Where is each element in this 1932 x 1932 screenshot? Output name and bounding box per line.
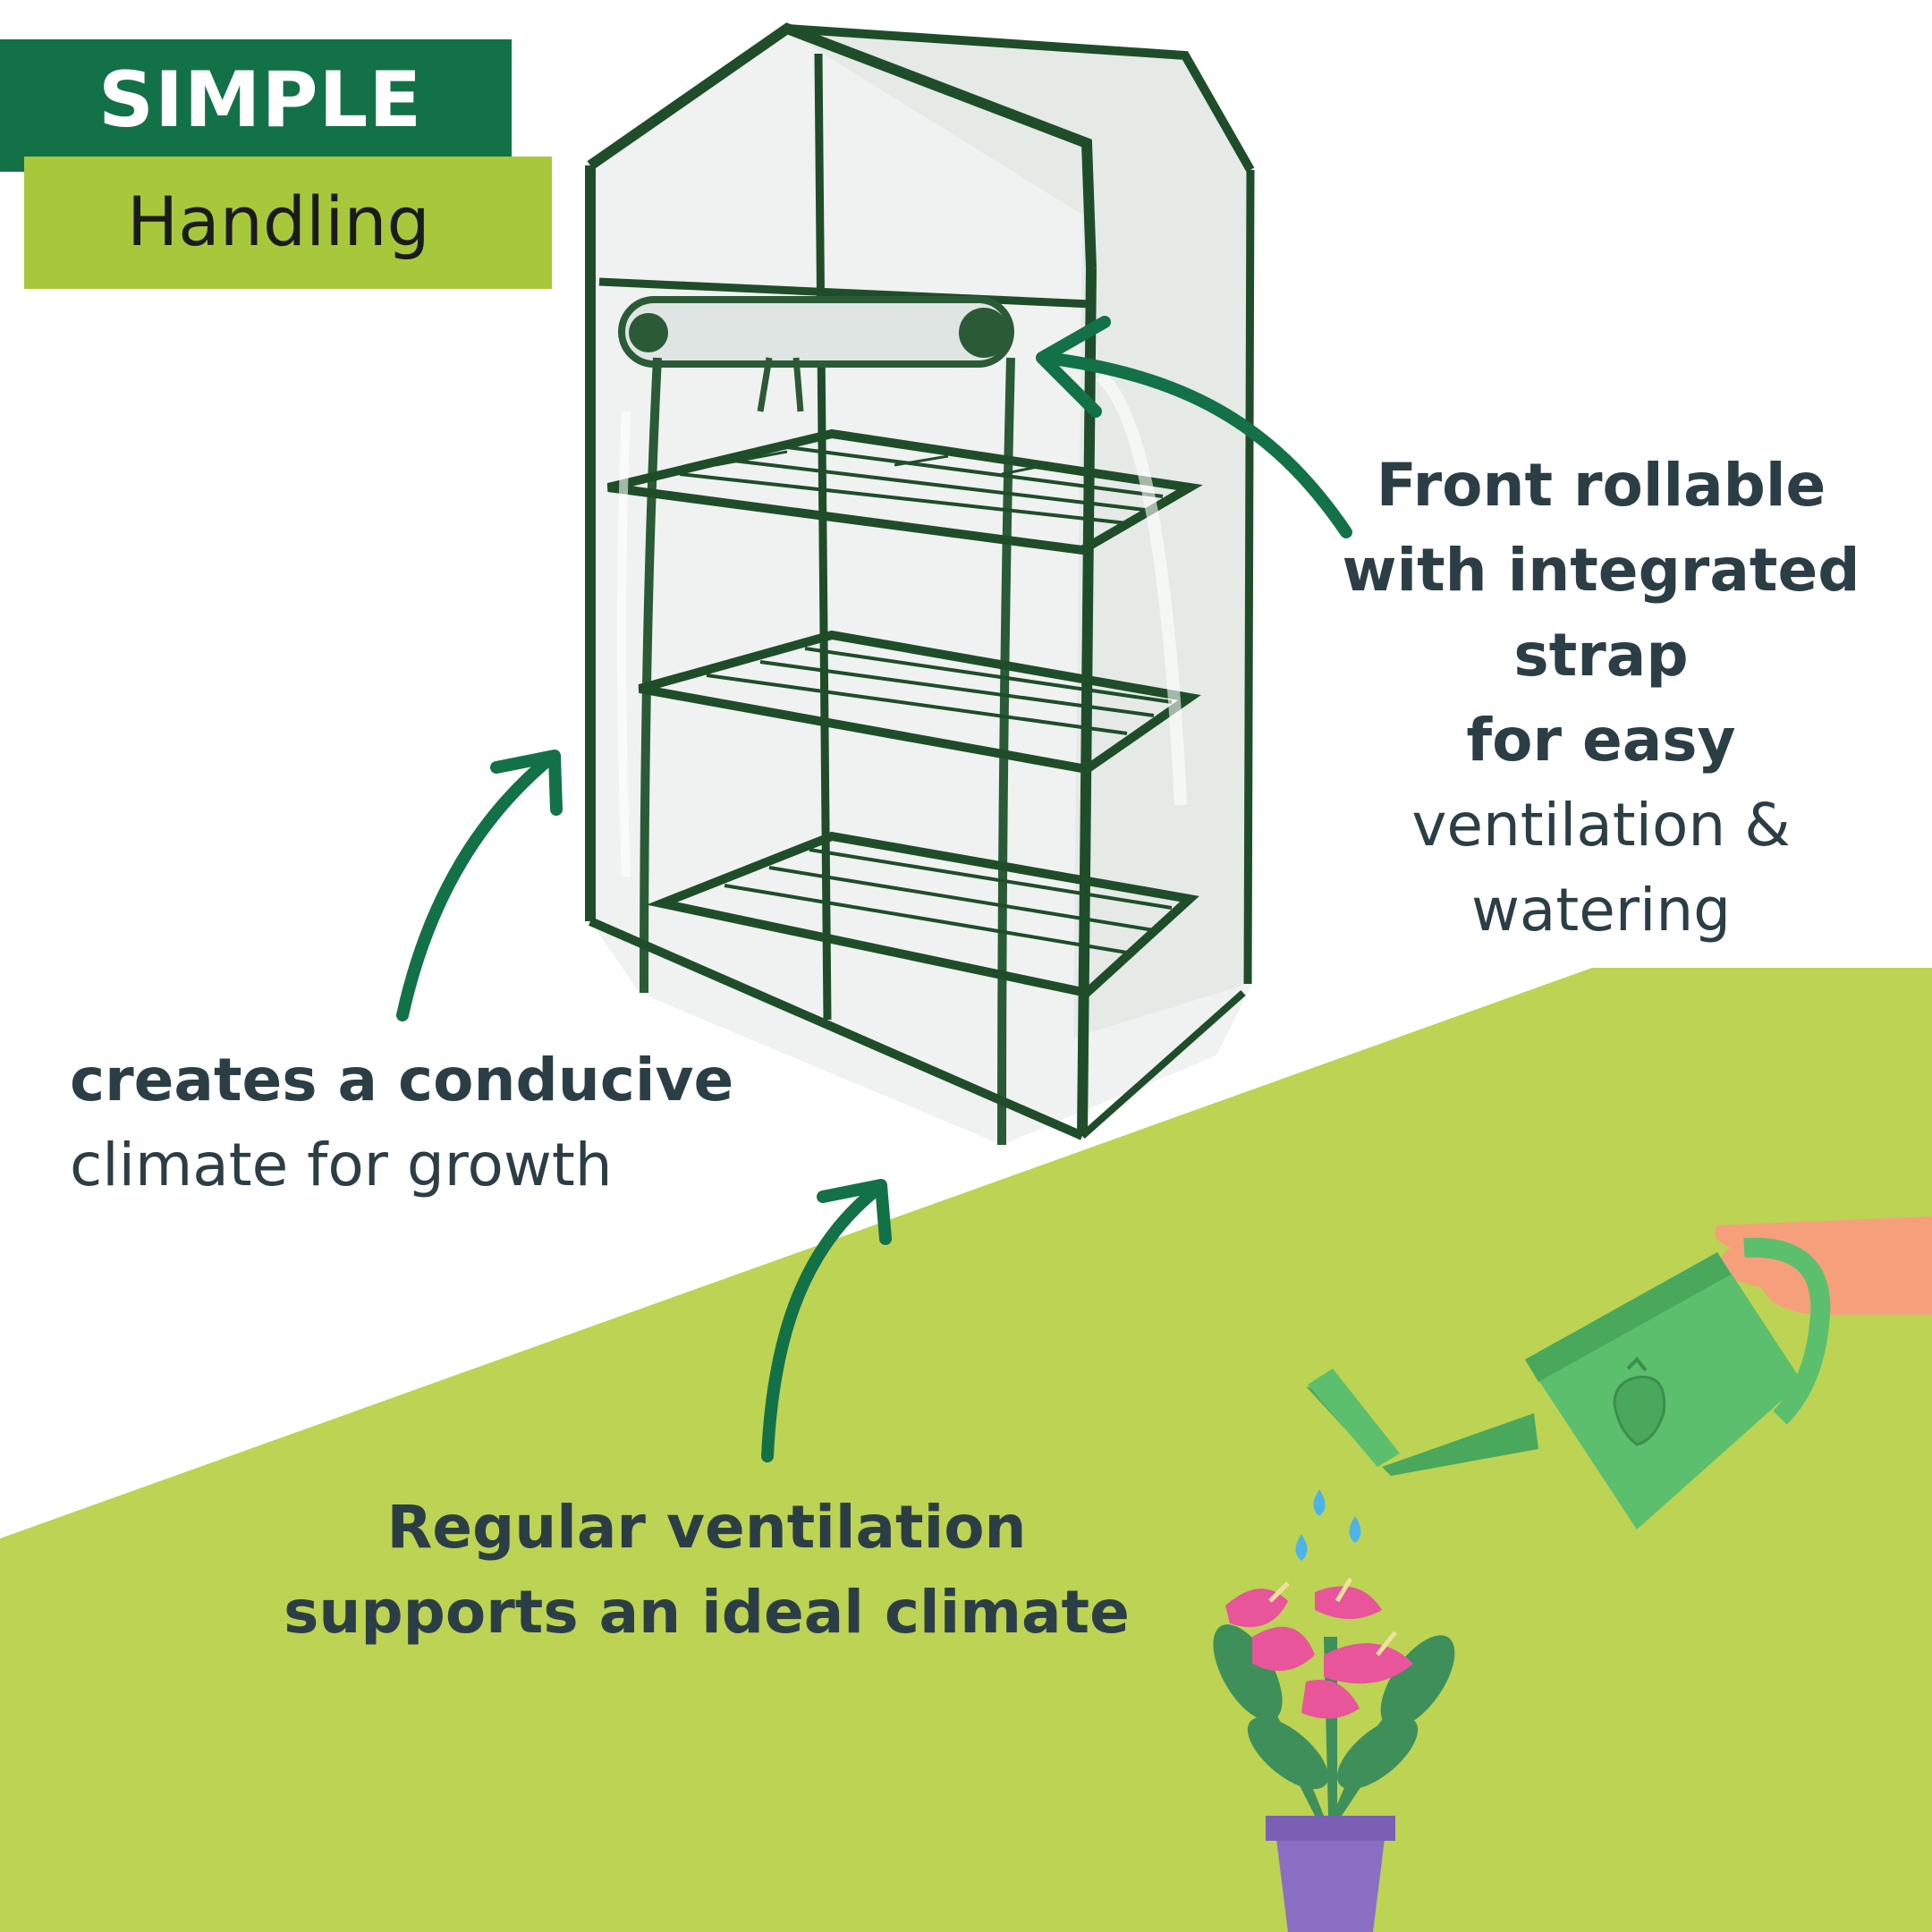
- callout-ventilation: Regular ventilation supports an ideal cl…: [215, 1485, 1199, 1655]
- callout-bold-line: with integrated: [1342, 536, 1860, 605]
- badge-bottom-label: Handling: [127, 182, 430, 261]
- arrow-icon: [761, 1179, 892, 1462]
- watering-can-icon: [1306, 1237, 1831, 1530]
- callout-bold-line: strap: [1513, 621, 1689, 690]
- green-background: [0, 968, 1932, 1932]
- callout-regular-line: ventilation &: [1411, 791, 1791, 860]
- arrow-icon: [1036, 316, 1352, 538]
- badge-simple: SIMPLE: [0, 39, 512, 172]
- callout-regular-line: watering: [1470, 876, 1732, 945]
- arrow-icon: [396, 750, 563, 1021]
- badge-handling: Handling: [24, 157, 552, 289]
- greenhouse-image: [585, 22, 1255, 1146]
- water-drop-icon: [1295, 1489, 1361, 1561]
- callout-climate: creates a conducive climate for growth: [70, 1038, 875, 1208]
- callout-bold-line: supports an ideal climate: [284, 1578, 1130, 1647]
- callout-bold-line: Regular ventilation: [386, 1493, 1027, 1562]
- callout-bold-line: creates a conducive: [70, 1046, 734, 1114]
- flower-plant-icon: [1213, 1577, 1455, 1932]
- callout-front-rollable: Front rollable with integrated strap for…: [1297, 443, 1905, 953]
- callout-bold-line: Front rollable: [1376, 451, 1826, 520]
- badge-top-label: SIMPLE: [98, 55, 423, 145]
- callout-regular-line: climate for growth: [70, 1131, 613, 1199]
- callout-bold-line: for easy: [1466, 706, 1736, 775]
- strawberry-icon: [1613, 1357, 1666, 1446]
